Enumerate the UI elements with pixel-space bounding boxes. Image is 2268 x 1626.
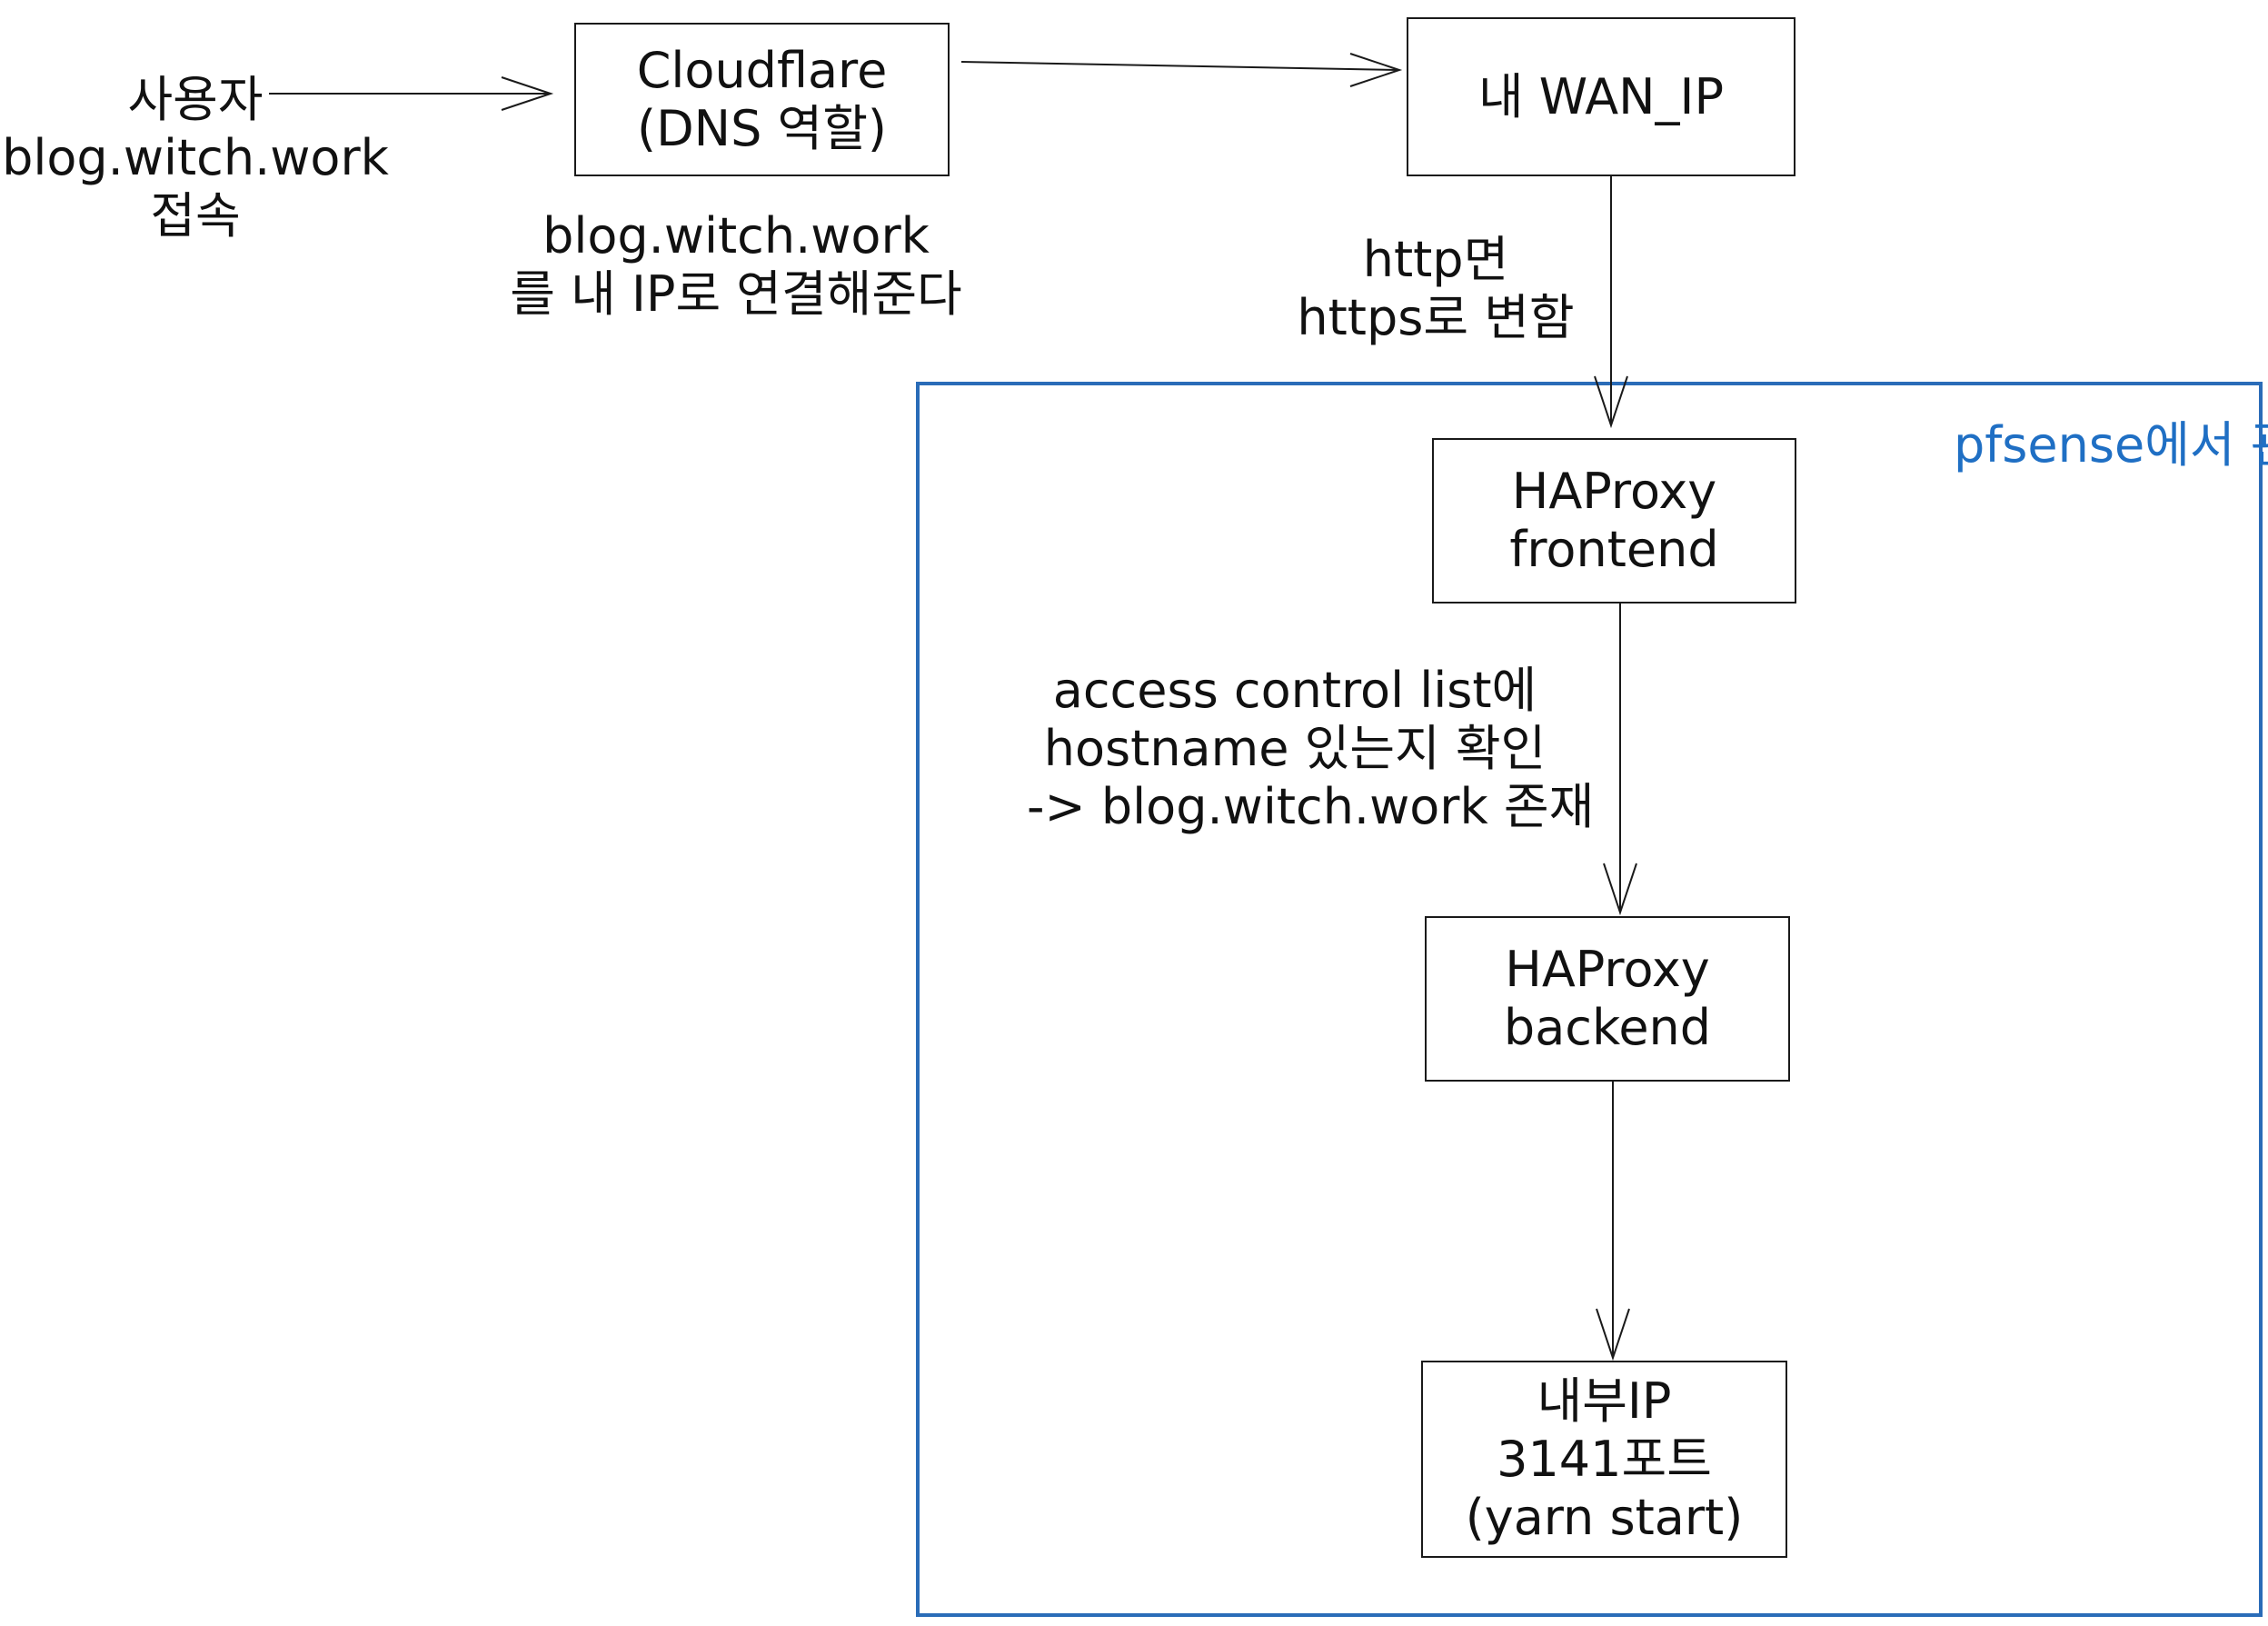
user-label-line2: blog.witch.work [2,129,389,186]
wan-ip-node-label: 내 WAN_IP [1477,67,1725,125]
user-label: 사용자 blog.witch.work 접속 [0,71,391,245]
edge-cloudflare-to-wan [960,61,1400,71]
cloudflare-node-line2: (DNS 역할) [637,99,887,157]
acl-note-line3: -> blog.witch.work 존재 [1027,778,1595,835]
haproxy-backend-line1: HAProxy [1505,941,1710,998]
user-label-line1: 사용자 [127,71,264,128]
pfsense-label-line1: pfsense에서 [1954,416,2235,474]
haproxy-frontend-line2: frontend [1509,521,1719,578]
pfsense-region-label: pfsense에서 관리 [1954,416,2268,474]
acl-note-line2: hostname 있는지 확인 [1043,720,1547,777]
internal-ip-line1: 내부IP [1537,1372,1672,1430]
cloudflare-note: blog.witch.work 를 내 IP로 연결해준다 [491,207,981,324]
pfsense-label-line2: 관리 [2251,416,2268,474]
cloudflare-node-line1: Cloudflare [636,41,888,99]
edge-backend-to-internal-arrowhead [1596,1308,1630,1362]
haproxy-frontend-line1: HAProxy [1511,463,1717,520]
user-label-line3: 접속 [150,187,241,244]
edge-user-to-cloudflare-arrowhead [501,76,554,111]
internal-ip-node: 내부IP 3141포트 (yarn start) [1421,1361,1787,1558]
wan-note-line2: https로 변함 [1297,289,1575,346]
acl-note-line1: access control list에 [1052,662,1537,719]
edge-frontend-to-backend-arrowhead [1603,863,1637,916]
internal-ip-line2: 3141포트 [1497,1430,1712,1488]
wan-ip-node: 내 WAN_IP [1407,17,1796,176]
haproxy-backend-line2: backend [1503,999,1712,1056]
acl-note: access control list에 hostname 있는지 확인 -> … [1027,662,1595,836]
cloudflare-node: Cloudflare (DNS 역할) [574,23,950,176]
pfsense-region [916,382,2263,1617]
wan-note-line1: http면 [1362,231,1509,288]
edge-wan-to-frontend-arrowhead [1594,375,1628,429]
cloudflare-note-line2: 를 내 IP로 연결해준다 [510,265,962,323]
haproxy-frontend-node: HAProxy frontend [1432,438,1796,604]
internal-ip-line3: (yarn start) [1465,1488,1744,1546]
edge-cloudflare-to-wan-arrowhead [1349,53,1403,87]
cloudflare-note-line1: blog.witch.work [542,207,930,264]
wan-note: http면 https로 변함 [1272,231,1599,347]
haproxy-backend-node: HAProxy backend [1425,916,1790,1082]
